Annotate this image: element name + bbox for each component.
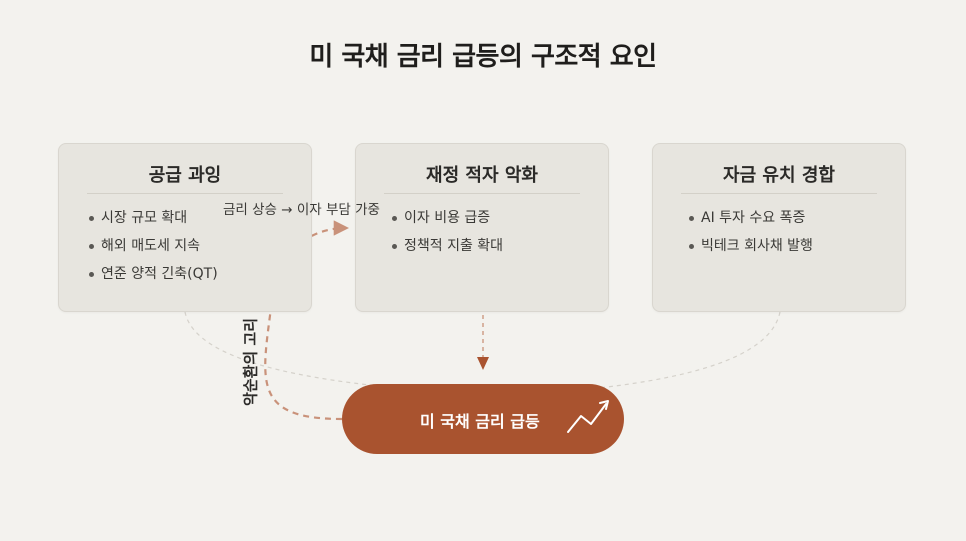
card-divider — [87, 193, 283, 194]
list-item: 빅테크 회사채 발행 — [687, 236, 813, 256]
list-item: 이자 비용 급증 — [390, 208, 503, 228]
card-fiscal-deficit: 재정 적자 악화 이자 비용 급증 정책적 지출 확대 — [355, 143, 609, 312]
result-node: 미 국채 금리 급등 — [342, 384, 624, 454]
feedback-arc-label: 금리 상승 → 이자 부담 가중 — [223, 202, 380, 218]
card-list: AI 투자 수요 폭증 빅테크 회사채 발행 — [687, 208, 813, 264]
vicious-cycle-label: 악순환의 고리 — [241, 317, 260, 407]
connector-left — [184, 311, 421, 391]
list-item: 해외 매도세 지속 — [87, 236, 218, 256]
diagram-title: 미 국채 금리 급등의 구조적 요인 — [309, 42, 657, 72]
list-item: 연준 양적 긴축(QT) — [87, 264, 218, 284]
card-list: 이자 비용 급증 정책적 지출 확대 — [390, 208, 503, 264]
card-divider — [681, 193, 877, 194]
card-supply-glut: 공급 과잉 시장 규모 확대 해외 매도세 지속 연준 양적 긴축(QT) — [58, 143, 312, 312]
card-list: 시장 규모 확대 해외 매도세 지속 연준 양적 긴축(QT) — [87, 208, 218, 292]
result-label: 미 국채 금리 급등 — [420, 412, 540, 431]
connector-right — [579, 311, 781, 391]
list-item: 정책적 지출 확대 — [390, 236, 503, 256]
card-capital-competition: 자금 유치 경합 AI 투자 수요 폭증 빅테크 회사채 발행 — [652, 143, 906, 312]
list-item: AI 투자 수요 폭증 — [687, 208, 813, 228]
trend-up-icon — [567, 400, 609, 433]
card-title: 자금 유치 경합 — [723, 165, 835, 186]
card-title: 공급 과잉 — [148, 165, 222, 186]
connector-center-arrowhead — [477, 357, 489, 370]
card-title: 재정 적자 악화 — [426, 165, 538, 186]
list-item: 시장 규모 확대 — [87, 208, 218, 228]
card-divider — [384, 193, 580, 194]
